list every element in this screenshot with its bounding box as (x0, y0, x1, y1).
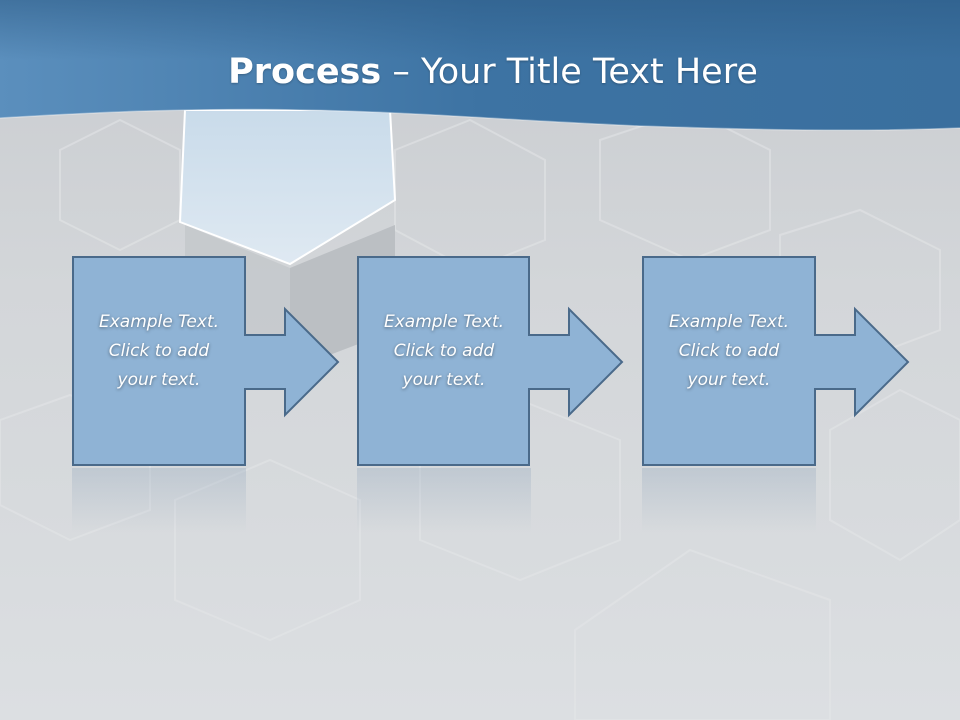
step-text-line: Example Text. (98, 312, 220, 332)
step-arrow-shape (72, 256, 340, 466)
step-arrow-shape (642, 256, 910, 466)
step-text-line: your text. (687, 370, 771, 390)
step-reflection (357, 468, 531, 532)
step-text-line: your text. (402, 370, 486, 390)
step-text[interactable]: Example Text. Click to add your text. (642, 308, 816, 395)
step-reflection (72, 468, 246, 532)
step-text[interactable]: Example Text. Click to add your text. (357, 308, 531, 395)
step-reflection (642, 468, 816, 532)
step-arrow-shape (357, 256, 624, 466)
title-bold: Process (228, 52, 382, 92)
step-text[interactable]: Example Text. Click to add your text. (72, 308, 246, 395)
step-text-line: Example Text. (383, 312, 505, 332)
step-text-line: Click to add (108, 341, 210, 361)
step-text-line: Click to add (393, 341, 495, 361)
step-text-line: Click to add (678, 341, 780, 361)
step-text-line: Example Text. (668, 312, 790, 332)
process-step-3[interactable]: Example Text. Click to add your text. (642, 256, 960, 468)
process-step-1[interactable]: Example Text. Click to add your text. (72, 256, 412, 468)
step-text-line: your text. (117, 370, 201, 390)
page-title[interactable]: Process – Your Title Text Here (0, 52, 960, 92)
title-rest: – Your Title Text Here (381, 52, 758, 92)
process-step-2[interactable]: Example Text. Click to add your text. (357, 256, 697, 468)
